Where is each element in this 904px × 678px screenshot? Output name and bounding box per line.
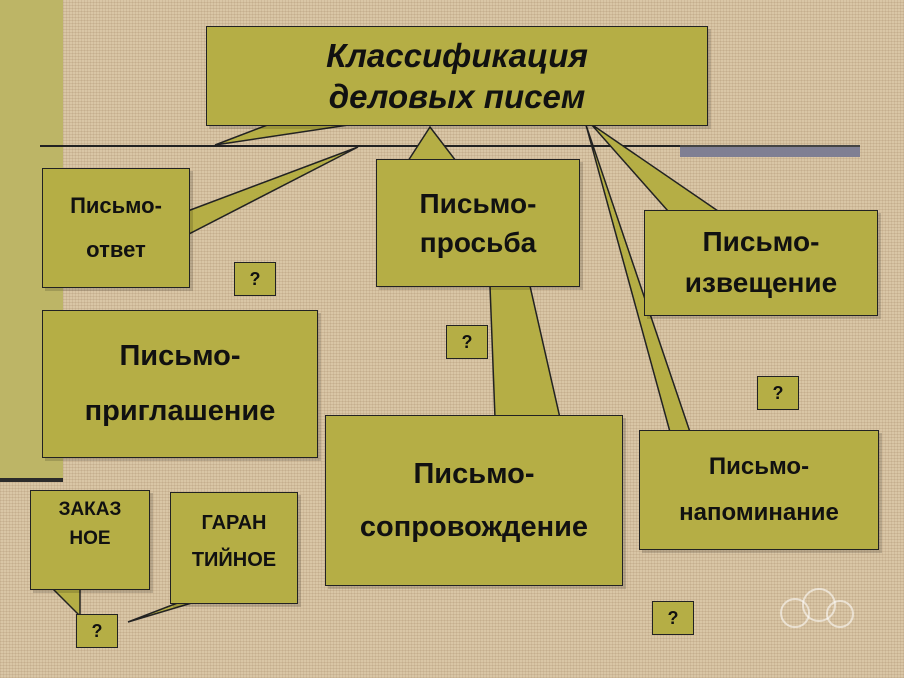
guarantee-connector: [127, 601, 196, 623]
notice-letter-label: Письмо- извещение: [684, 226, 838, 298]
registered-letter-label: ЗАКАЗ НОЕ: [58, 499, 122, 550]
question-mark-box: ?: [652, 601, 694, 635]
reply-letter-label: Письмо- ответ: [70, 193, 162, 262]
horizontal-rule: [40, 145, 680, 147]
reminder-letter-label: Письмо- напоминание: [679, 453, 839, 526]
left-accent-bar-base: [0, 478, 63, 482]
request-connector: [406, 125, 458, 162]
watermark-logo: [776, 580, 866, 640]
guarantee-letter-label: ГАРАН ТИЙНОЕ: [191, 512, 277, 571]
request-letter-box: Письмо- просьба: [376, 159, 580, 287]
title-callout-tail: [214, 123, 356, 146]
reply-connector: [184, 146, 359, 238]
request-letter-label: Письмо- просьба: [419, 187, 537, 258]
question-mark-box: ?: [76, 614, 118, 648]
invitation-letter-label: Письмо- приглашение: [84, 339, 276, 427]
diagram-title: Классификация деловых писем: [326, 36, 588, 115]
diagram-title-box: Классификация деловых писем: [206, 26, 708, 126]
question-mark-box: ?: [446, 325, 488, 359]
reply-letter-box: Письмо- ответ: [42, 168, 190, 288]
question-mark-box: ?: [757, 376, 799, 410]
registered-letter-box: ЗАКАЗ НОЕ: [30, 490, 150, 590]
notice-letter-box: Письмо- извещение: [644, 210, 878, 316]
question-mark-box: ?: [234, 262, 276, 296]
accompaniment-connector: [489, 285, 561, 419]
accompaniment-letter-box: Письмо- сопровождение: [325, 415, 623, 586]
accompaniment-letter-label: Письмо- сопровождение: [359, 458, 589, 543]
guarantee-letter-box: ГАРАН ТИЙНОЕ: [170, 492, 298, 604]
invitation-letter-box: Письмо- приглашение: [42, 310, 318, 458]
reminder-letter-box: Письмо- напоминание: [639, 430, 879, 550]
horizontal-accent-bar: [680, 145, 860, 157]
registered-connector: [50, 587, 81, 618]
